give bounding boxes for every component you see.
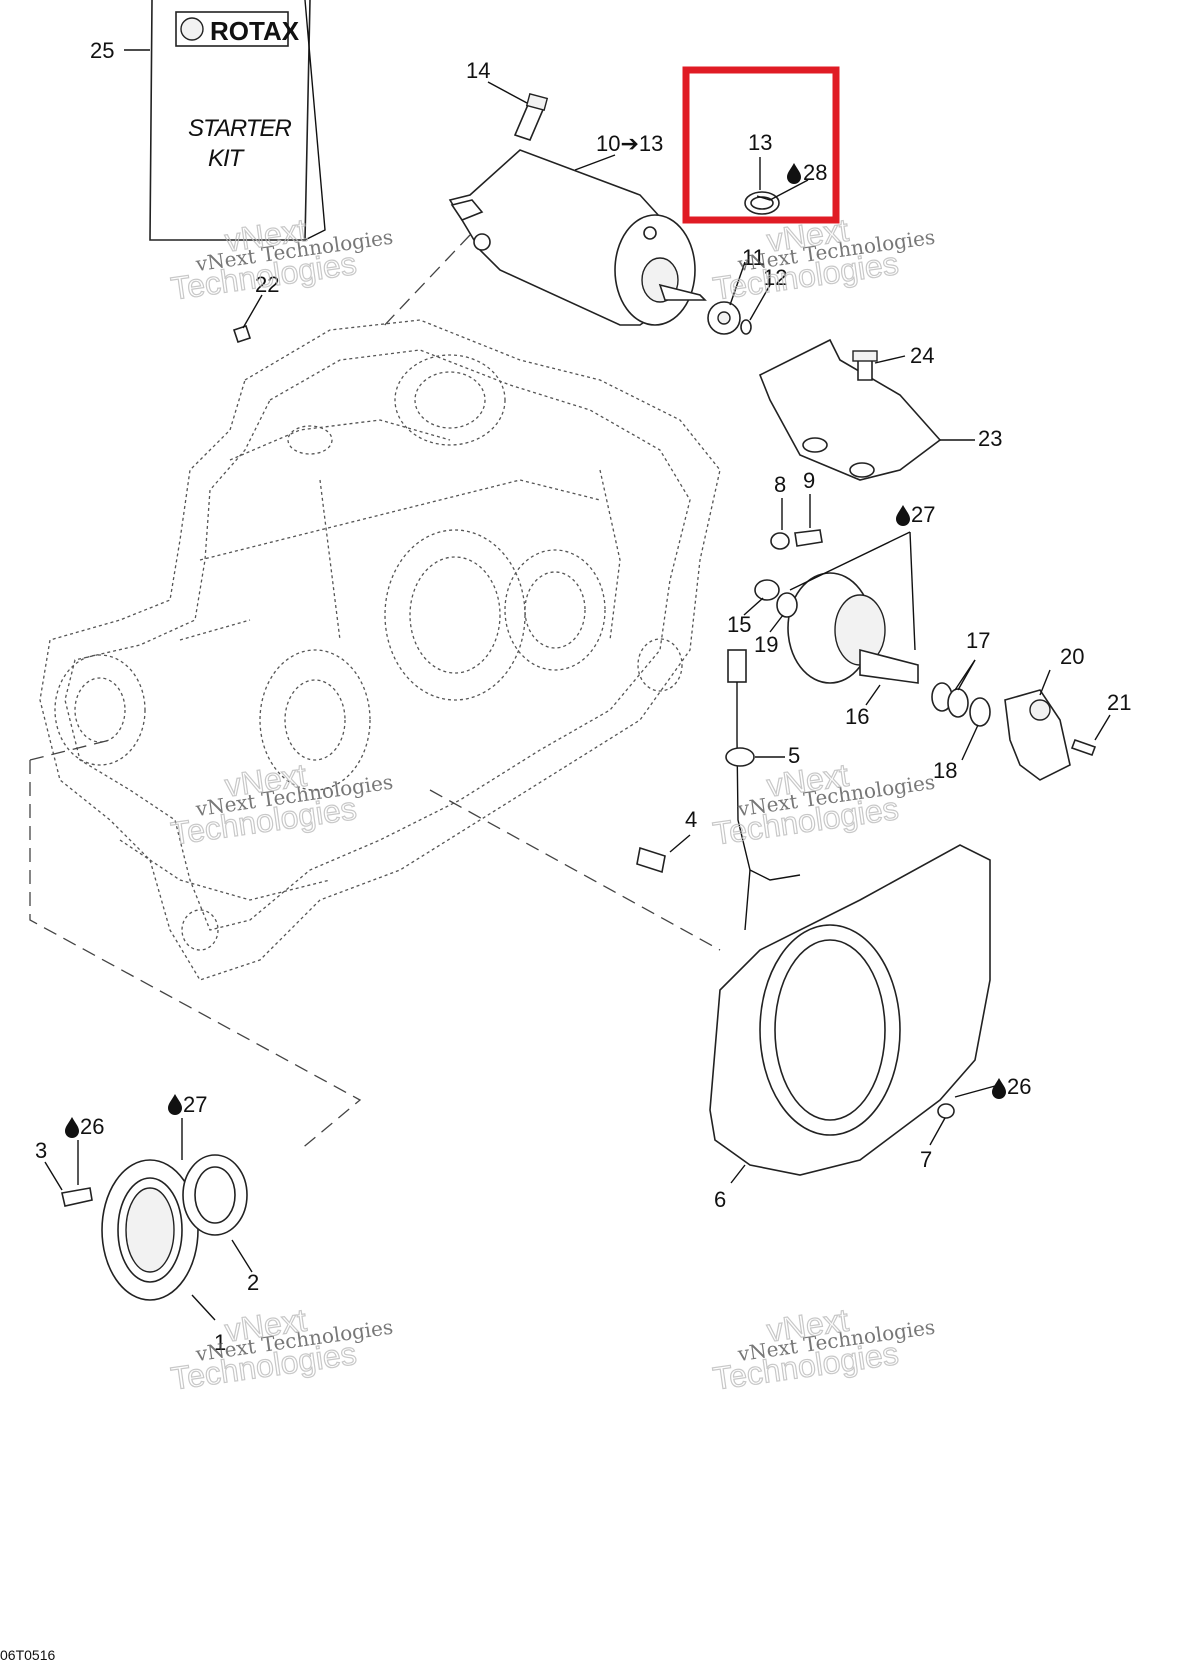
callout-16: 16 [845, 704, 869, 729]
screw-21 [1070, 738, 1097, 757]
watermark-6: Technologies vNext Technologies vNext [710, 1301, 936, 1397]
callout-18: 18 [933, 758, 957, 783]
lubricant-27-gear: 27 [896, 502, 935, 527]
leader-lines [44, 49, 1111, 1321]
washer-8 [770, 532, 790, 550]
kit-title-line1: STARTER [188, 115, 291, 142]
starter-motor [448, 149, 707, 326]
o-ring-13 [744, 191, 780, 215]
lubricant-references: 28 27 27 26 26 [65, 160, 1031, 1139]
callout-20: 20 [1060, 644, 1084, 669]
callout-15: 15 [727, 612, 751, 637]
callout-12: 12 [763, 265, 787, 290]
oil-seal-2 [182, 1154, 248, 1236]
pinion-gear-11 [707, 301, 741, 335]
bearing-15 [754, 579, 780, 601]
watermark-5: Technologies vNext Technologies vNext [168, 1301, 394, 1397]
oil-drop-icon [168, 1094, 182, 1115]
lubricant-27-seal-label: 27 [183, 1092, 207, 1117]
kit-brand-text: ROTAX [210, 16, 300, 46]
callout-6: 6 [714, 1187, 726, 1212]
watermarks: Technologies vNext Technologies vNext Te… [168, 211, 936, 1397]
washer-19 [776, 592, 798, 618]
callout-5: 5 [788, 743, 800, 768]
callout-23: 23 [978, 426, 1002, 451]
oil-drop-icon [787, 163, 801, 184]
engine-crankcase-ghost [39, 319, 721, 981]
callout-11: 11 [742, 245, 765, 270]
callout-3: 3 [35, 1138, 47, 1163]
highlight-box-part-13 [682, 66, 840, 224]
callout-10-13: 10➔13 [596, 131, 663, 156]
screw-9 [794, 529, 823, 547]
sensor-harness-5 [725, 649, 801, 931]
callout-22: 22 [255, 272, 279, 297]
lubricant-28-label: 28 [803, 160, 827, 185]
callout-21: 21 [1107, 690, 1131, 715]
lubricant-26-right-label: 26 [1007, 1074, 1031, 1099]
magneto-cover-6 [709, 844, 991, 1176]
callout-19: 19 [754, 632, 778, 657]
circlip-12 [740, 319, 752, 335]
lubricant-27-gear-label: 27 [911, 502, 935, 527]
callout-17: 17 [966, 628, 990, 653]
lubricant-26-left: 26 [65, 1114, 104, 1139]
washers-17 [931, 682, 969, 718]
callout-24: 24 [910, 343, 934, 368]
diagram-code: 06T0516 [0, 1647, 55, 1663]
lubricant-26-left-label: 26 [80, 1114, 104, 1139]
callout-1: 1 [214, 1330, 226, 1355]
lubricant-28: 28 [787, 160, 827, 185]
screw-24 [852, 350, 878, 381]
kit-title-line2: KIT [208, 145, 246, 172]
bracket-20 [1004, 689, 1071, 781]
screw-14 [513, 93, 549, 141]
lubricant-26-right: 26 [992, 1074, 1031, 1099]
plug-22 [232, 324, 252, 344]
callout-13: 13 [748, 130, 772, 155]
callout-4: 4 [685, 807, 697, 832]
callout-labels: 25 14 10➔13 13 11 12 22 24 23 8 9 15 19 … [35, 38, 1131, 1355]
callout-25: 25 [90, 38, 114, 63]
washer-18 [969, 697, 991, 727]
callout-2: 2 [247, 1270, 259, 1295]
oil-drop-icon [896, 505, 910, 526]
oil-drop-icon [992, 1078, 1006, 1099]
assembly-guide-lines [29, 234, 721, 1151]
watermark-3: Technologies vNext Technologies vNext [168, 756, 394, 852]
lubricant-27-seal: 27 [168, 1092, 207, 1117]
callout-8: 8 [774, 472, 786, 497]
cover-1 [101, 1159, 199, 1301]
watermark-2: Technologies vNext Technologies vNext [710, 211, 936, 307]
oil-drop-icon [65, 1117, 79, 1138]
screw-7 [937, 1103, 955, 1119]
callout-7: 7 [920, 1147, 932, 1172]
screw-3 [61, 1187, 93, 1207]
callout-9: 9 [803, 468, 815, 493]
sensor-4 [636, 846, 666, 874]
callout-14: 14 [466, 58, 490, 83]
starter-drive-gear-16 [787, 572, 919, 684]
starter-kit-box: ROTAX STARTER KIT [149, 0, 326, 241]
